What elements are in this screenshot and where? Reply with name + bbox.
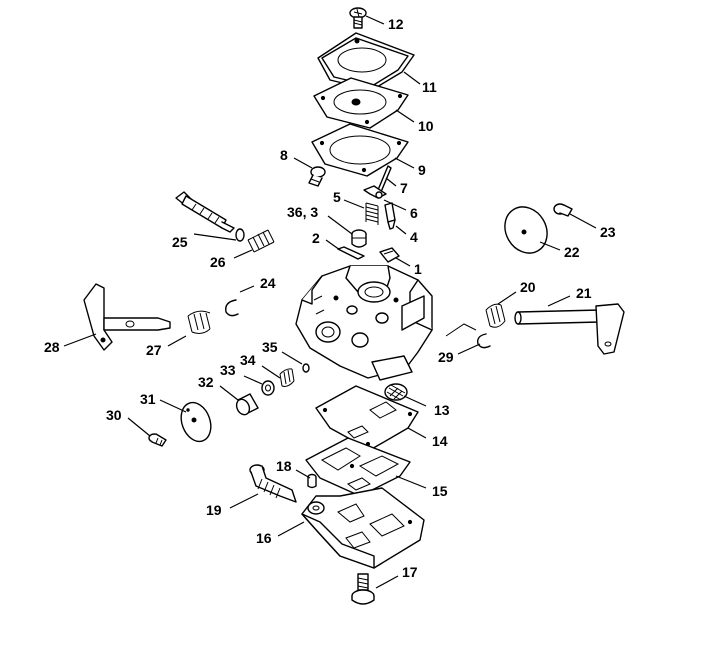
callout-30: 30 bbox=[106, 407, 122, 423]
part-21-choke-shaft bbox=[514, 303, 625, 355]
callout-32: 32 bbox=[198, 374, 214, 390]
callout-9: 9 bbox=[418, 162, 426, 178]
part-26-spring bbox=[247, 229, 275, 253]
callout-29: 29 bbox=[438, 349, 454, 365]
callout-28: 28 bbox=[44, 339, 60, 355]
leader-lines bbox=[63, 15, 597, 589]
part-4-needle bbox=[384, 202, 396, 230]
part-8-screw bbox=[308, 166, 326, 187]
part-28-throttle-shaft bbox=[83, 283, 171, 351]
callout-19: 19 bbox=[206, 502, 222, 518]
callout-12: 12 bbox=[388, 16, 404, 32]
callout-22: 22 bbox=[564, 244, 580, 260]
callout-25: 25 bbox=[172, 234, 188, 250]
callout-15: 15 bbox=[432, 483, 448, 499]
part-10-diaphragm bbox=[313, 77, 409, 129]
part-19-adjust-screw bbox=[249, 464, 297, 503]
part-25-idle-screw bbox=[175, 191, 235, 233]
callout-6: 6 bbox=[410, 205, 418, 221]
callout-27: 27 bbox=[146, 342, 162, 358]
part-16-pump-cover bbox=[301, 487, 425, 569]
part-12-screw bbox=[349, 7, 367, 29]
callout-4: 4 bbox=[410, 229, 418, 245]
part-36-3-spring-plug bbox=[351, 229, 367, 248]
callout-labels: 12 11 10 9 8 7 5 6 36, 3 4 2 1 25 26 24 … bbox=[44, 16, 616, 580]
part-30-screw bbox=[148, 433, 167, 447]
callout-7: 7 bbox=[400, 180, 408, 196]
part-32-cylinder bbox=[235, 393, 259, 416]
part-27-spring bbox=[187, 310, 211, 334]
part-18-cylinder bbox=[307, 473, 317, 489]
part-6-lever bbox=[363, 185, 387, 199]
part-17-screw bbox=[351, 573, 375, 605]
callout-35: 35 bbox=[262, 339, 278, 355]
part-34-spring bbox=[279, 368, 295, 387]
callout-8: 8 bbox=[280, 147, 288, 163]
part-35-o-ring bbox=[302, 363, 310, 373]
callout-21: 21 bbox=[576, 285, 592, 301]
callout-1: 1 bbox=[414, 261, 422, 277]
part-31-plate bbox=[180, 401, 212, 443]
callout-18: 18 bbox=[276, 458, 292, 474]
part-33-washer bbox=[261, 380, 275, 396]
carburetor-body bbox=[295, 265, 433, 381]
callout-31: 31 bbox=[140, 391, 156, 407]
part-15-pump-gasket bbox=[305, 437, 411, 497]
part-11-cover bbox=[317, 32, 415, 91]
callout-2: 2 bbox=[312, 230, 320, 246]
callout-14: 14 bbox=[432, 433, 448, 449]
callout-17: 17 bbox=[402, 564, 418, 580]
part-24-clip bbox=[225, 299, 239, 317]
callout-23: 23 bbox=[600, 224, 616, 240]
part-20-spring bbox=[485, 303, 506, 328]
callout-5: 5 bbox=[333, 189, 341, 205]
part-22-choke-plate bbox=[504, 206, 548, 254]
part-2-strip bbox=[337, 246, 365, 260]
part-5-spring bbox=[365, 202, 379, 225]
callout-33: 33 bbox=[220, 362, 236, 378]
part-23-screw bbox=[553, 203, 573, 217]
callout-34: 34 bbox=[240, 352, 256, 368]
callout-20: 20 bbox=[520, 279, 536, 295]
part-1-plug bbox=[379, 247, 400, 263]
part-25-o-ring bbox=[235, 228, 245, 242]
part-13-screen bbox=[384, 383, 408, 401]
part-29-clip bbox=[445, 323, 491, 349]
callout-13: 13 bbox=[434, 402, 450, 418]
callout-11: 11 bbox=[422, 79, 437, 95]
callout-36-3: 36, 3 bbox=[287, 204, 318, 220]
callout-10: 10 bbox=[418, 118, 434, 134]
callout-16: 16 bbox=[256, 530, 272, 546]
callout-26: 26 bbox=[210, 254, 226, 270]
part-9-gasket bbox=[311, 123, 409, 177]
part-7-pin bbox=[377, 165, 392, 193]
callout-24: 24 bbox=[260, 275, 276, 291]
